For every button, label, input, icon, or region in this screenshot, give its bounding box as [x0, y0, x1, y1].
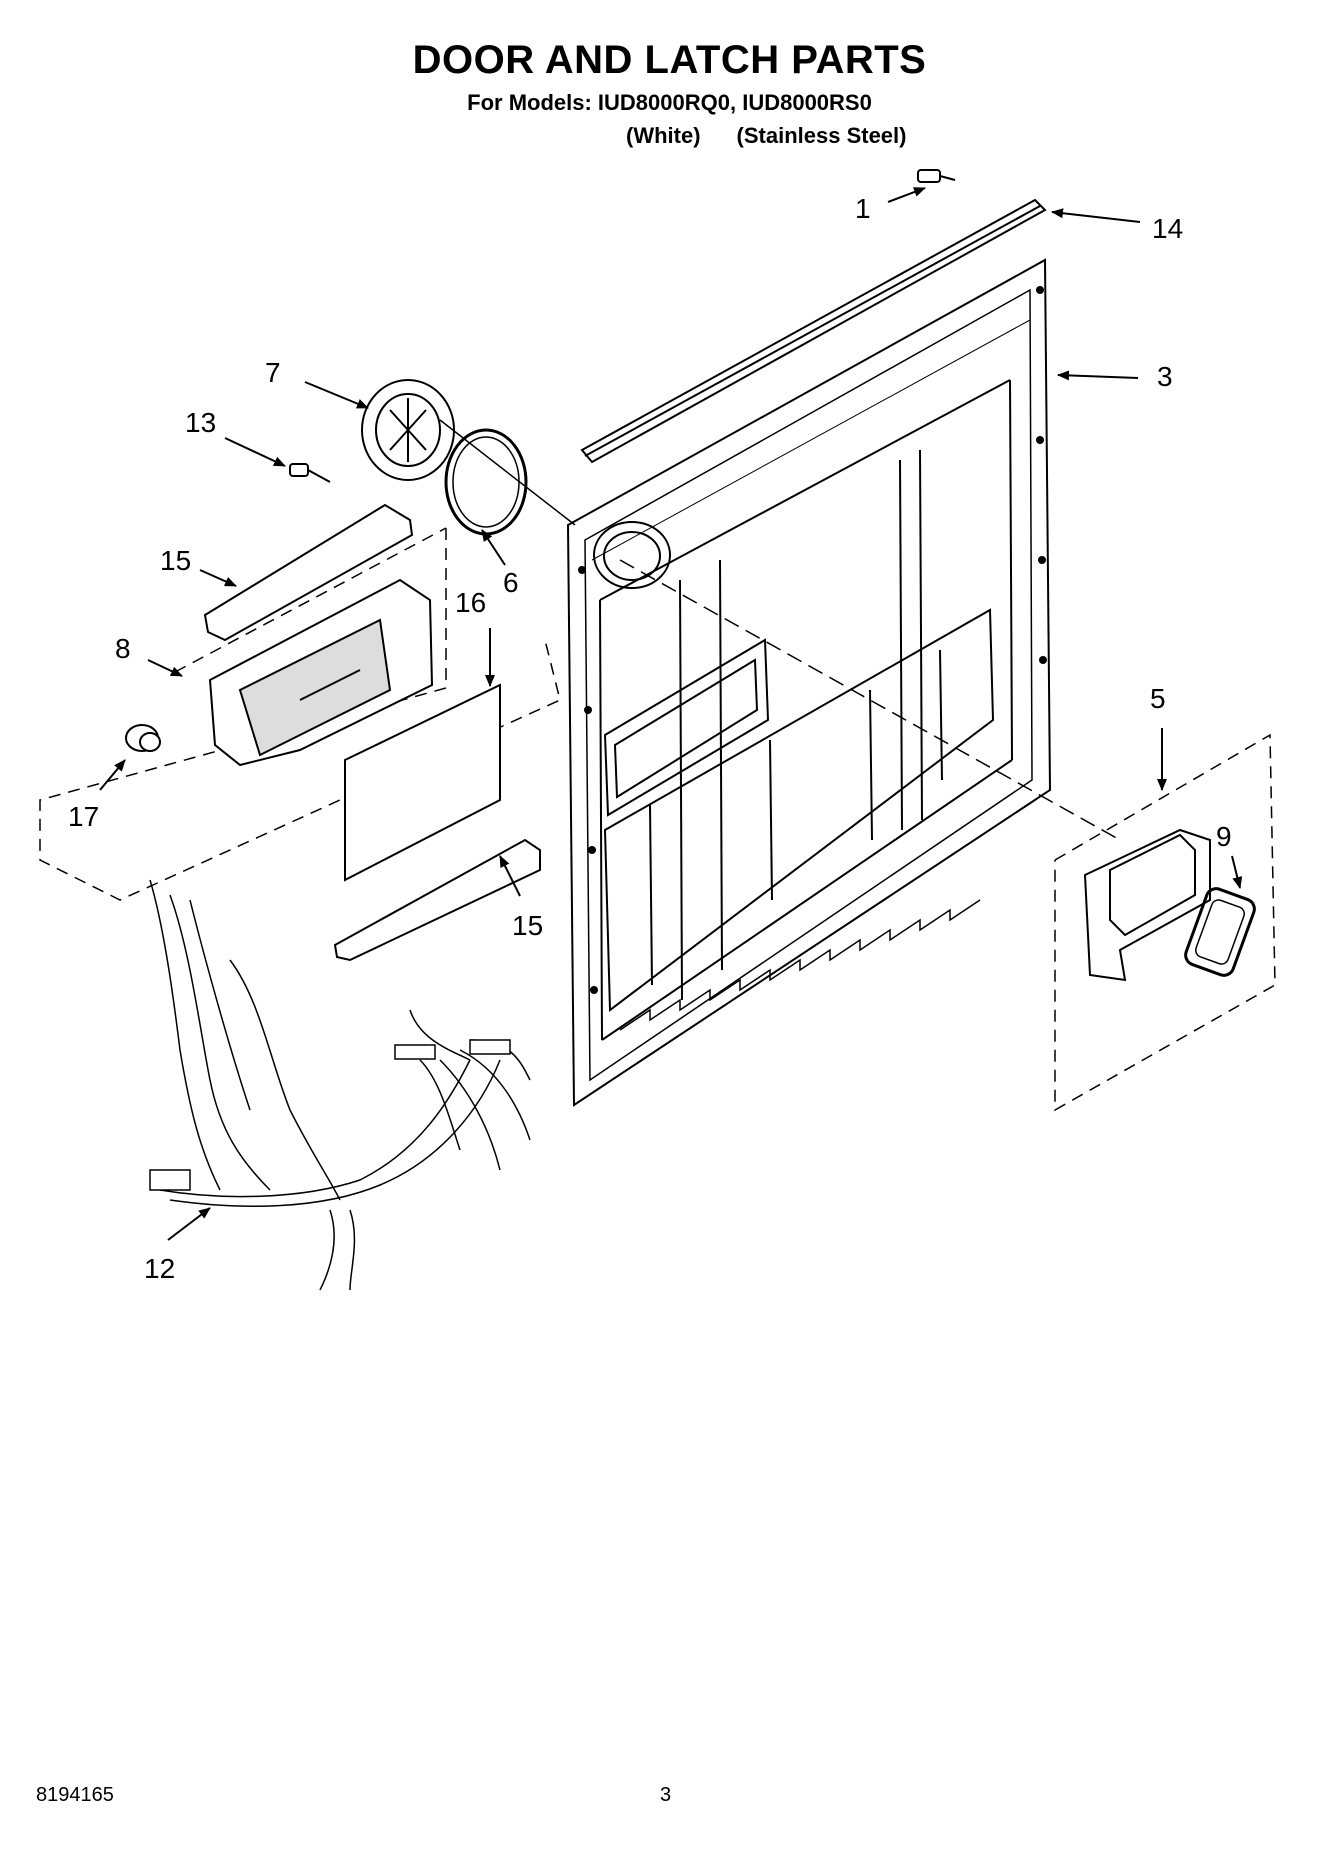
page-title: DOOR AND LATCH PARTS — [412, 38, 927, 82]
latch-assembly-group — [39, 527, 561, 901]
variant-white: (White) — [626, 123, 701, 148]
callout-14: 14 — [1152, 213, 1183, 244]
variant-stainless: (Stainless Steel) — [736, 123, 907, 148]
callout-1: 1 — [855, 193, 871, 224]
vent-gasket-part-6 — [444, 428, 528, 536]
leader-arrows — [99, 187, 1243, 1241]
screw-part-1 — [917, 169, 956, 183]
document-number: 8194165 — [36, 1784, 114, 1806]
screw-part-13 — [289, 463, 331, 483]
inner-door-panel — [566, 258, 1052, 1107]
dispenser-gasket-part-9 — [1184, 887, 1256, 977]
models-line: For Models: IUD8000RQ0, IUD8000RS0 — [467, 90, 872, 115]
vent-part-7 — [361, 379, 455, 481]
callout-8: 8 — [115, 633, 131, 664]
callout-15-lower: 15 — [512, 910, 543, 941]
model-variants: (White) (Stainless Steel) — [626, 123, 942, 149]
latch-body-part-8 — [208, 578, 434, 767]
latch-bracket-upper-part-15 — [203, 503, 414, 642]
callout-7: 7 — [265, 357, 281, 388]
latch-cover-part-16 — [344, 683, 501, 882]
wiring-harness-part-12 — [149, 879, 531, 1291]
dispenser-housing-part-5 — [1083, 828, 1211, 982]
top-door-trim — [580, 198, 1047, 464]
vent-alignment-line — [439, 419, 576, 526]
callout-5: 5 — [1150, 683, 1166, 714]
callout-13: 13 — [185, 407, 216, 438]
callout-16: 16 — [455, 587, 486, 618]
callout-12: 12 — [144, 1253, 175, 1284]
callout-17: 17 — [68, 801, 99, 832]
callout-6: 6 — [503, 567, 519, 598]
latch-bracket-lower-part-15 — [333, 838, 541, 962]
page-number: 3 — [660, 1784, 672, 1806]
callout-9: 9 — [1216, 821, 1232, 852]
callout-15-upper: 15 — [160, 545, 191, 576]
button-part-17 — [125, 724, 161, 752]
callout-3: 3 — [1157, 361, 1173, 392]
dispenser-gasket-group — [1054, 733, 1276, 1112]
